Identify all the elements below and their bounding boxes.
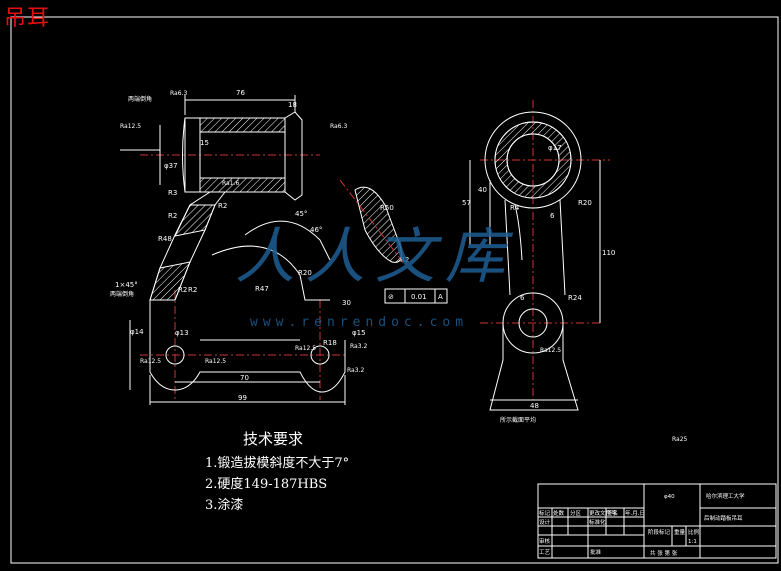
tol-datum: A bbox=[438, 293, 443, 301]
label-section-a: 两端倒角 bbox=[128, 95, 152, 103]
dim-48: 48 bbox=[530, 402, 539, 410]
ra-125-c: Ra12.5 bbox=[140, 358, 161, 365]
tb-weight: 重量 bbox=[674, 528, 686, 536]
dim-70: 70 bbox=[240, 374, 249, 382]
dim-r2-c: R2 bbox=[188, 286, 197, 294]
tb-designation: φ40 bbox=[664, 494, 675, 500]
section-detail bbox=[339, 179, 448, 304]
tol-value: 0.01 bbox=[411, 293, 427, 301]
dim-phi14: φ14 bbox=[130, 328, 144, 336]
ra-32-a: Ra3.2 bbox=[350, 343, 367, 350]
dim-110: 110 bbox=[602, 249, 615, 257]
dim-r20: R20 bbox=[298, 269, 312, 277]
requirement-item-1: 1.锻造拔模斜度不大于7° bbox=[205, 456, 350, 471]
tb-sheets: 共 张 第 张 bbox=[650, 549, 678, 557]
front-view bbox=[120, 95, 346, 405]
drawing-frame bbox=[10, 16, 779, 564]
tolerance-frame bbox=[384, 288, 448, 304]
ra-63-a: Ra6.3 bbox=[330, 123, 347, 130]
dim-r2-e: R2 bbox=[178, 286, 187, 294]
dim-6: 6 bbox=[550, 212, 555, 220]
requirements-title: 技术要求 bbox=[243, 430, 304, 448]
dim-46: 46° bbox=[310, 226, 322, 234]
tb-row1-4: 签名 bbox=[607, 509, 618, 517]
title-block-text: φ40 哈尔滨理工大学 后制动踏板吊耳 标记 处数 分区 更改文件号 签名 年.… bbox=[539, 492, 745, 557]
ra-63-b: Ra6.3 bbox=[170, 90, 187, 97]
roughness-labels: Ra12.5 Ra6.3 Ra6.3 Ra1.6 Ra12.5 Ra12.5 R… bbox=[110, 90, 688, 443]
tb-row2-2: 标准化 bbox=[589, 518, 606, 526]
dim-99: 99 bbox=[238, 394, 247, 402]
side-view bbox=[469, 100, 610, 411]
dim-phi15: φ15 bbox=[352, 329, 366, 337]
tb-process: 工艺 bbox=[539, 549, 551, 556]
dim-18: 18 bbox=[288, 101, 297, 109]
tb-scale: 比例 bbox=[688, 528, 700, 536]
dim-r18: R18 bbox=[323, 339, 337, 347]
dim-40: 40 bbox=[478, 186, 487, 194]
ra-32-b: Ra3.2 bbox=[347, 367, 364, 374]
part-name: 吊耳 bbox=[4, 6, 51, 31]
dim-r47: R47 bbox=[255, 285, 269, 293]
tb-row1-2: 分区 bbox=[570, 509, 582, 517]
tb-scale-val: 1:1 bbox=[688, 539, 697, 545]
tb-row2-0: 设计 bbox=[539, 518, 551, 526]
technical-requirements: 技术要求 1.锻造拔模斜度不大于7° 2.硬度149-187HBS 3.涂漆 bbox=[205, 428, 349, 516]
dim-57: 57 bbox=[462, 199, 471, 207]
dim-top-len: 76 bbox=[236, 89, 245, 97]
dim-r3: R3 bbox=[168, 189, 177, 197]
requirement-item-2: 2.硬度149-187HBS bbox=[205, 477, 328, 492]
dim-r20-side: R20 bbox=[578, 199, 592, 207]
ra-all: Ra25 bbox=[672, 436, 688, 443]
dim-r24: R24 bbox=[568, 294, 582, 302]
dim-r2-d: R2 bbox=[400, 256, 409, 264]
dim-s6: 6 bbox=[520, 294, 525, 302]
dim-30: 30 bbox=[342, 299, 351, 307]
requirement-item-3: 3.涂漆 bbox=[205, 498, 244, 513]
tb-row1-1: 处数 bbox=[553, 509, 565, 517]
dim-chamfer: 1×45° bbox=[115, 281, 138, 289]
dim-phi37: φ37 bbox=[164, 162, 178, 170]
tb-drawing-name: 后制动踏板吊耳 bbox=[704, 514, 743, 522]
tol-symbol: ⊘ bbox=[388, 293, 394, 301]
dim-15: 15 bbox=[200, 139, 209, 147]
dim-45: 45° bbox=[295, 210, 307, 218]
label-view: 所示截面平均 bbox=[500, 416, 536, 424]
dim-r2-b: R2 bbox=[168, 212, 177, 220]
ra-125-e: Ra12.5 bbox=[540, 347, 561, 354]
tb-stage: 阶段标记 bbox=[648, 528, 671, 536]
dim-phi17: φ17 bbox=[548, 144, 562, 152]
tb-row1-0: 标记 bbox=[539, 509, 551, 517]
tb-row1-5: 年.月.日 bbox=[625, 509, 645, 517]
dim-r50: R50 bbox=[380, 204, 394, 212]
label-section-b: 两端倒角 bbox=[110, 290, 134, 298]
watermark-url: www.renrendoc.com bbox=[250, 315, 469, 330]
dim-phi13: φ13 bbox=[175, 329, 189, 337]
tb-approve: 批准 bbox=[590, 548, 602, 556]
tb-row1-3: 更改文件号 bbox=[589, 509, 617, 517]
tb-university: 哈尔滨理工大学 bbox=[706, 492, 745, 500]
dimension-labels: 76 15 18 φ37 R3 R2 R2 R48 R2 45° 46° R47… bbox=[115, 89, 615, 410]
watermark: 人人文库 bbox=[235, 222, 515, 292]
dim-r4: R4 bbox=[510, 204, 520, 212]
title-block bbox=[537, 483, 777, 559]
ra-16: Ra1.6 bbox=[222, 180, 239, 187]
dim-r48: R48 bbox=[158, 235, 172, 243]
tb-review: 审核 bbox=[539, 537, 551, 545]
ra-125-b: Ra12.5 bbox=[205, 358, 226, 365]
ra-125-a: Ra12.5 bbox=[120, 123, 141, 130]
dim-r2-a: R2 bbox=[218, 202, 227, 210]
ra-125-d: Ra12.5 bbox=[295, 345, 316, 352]
